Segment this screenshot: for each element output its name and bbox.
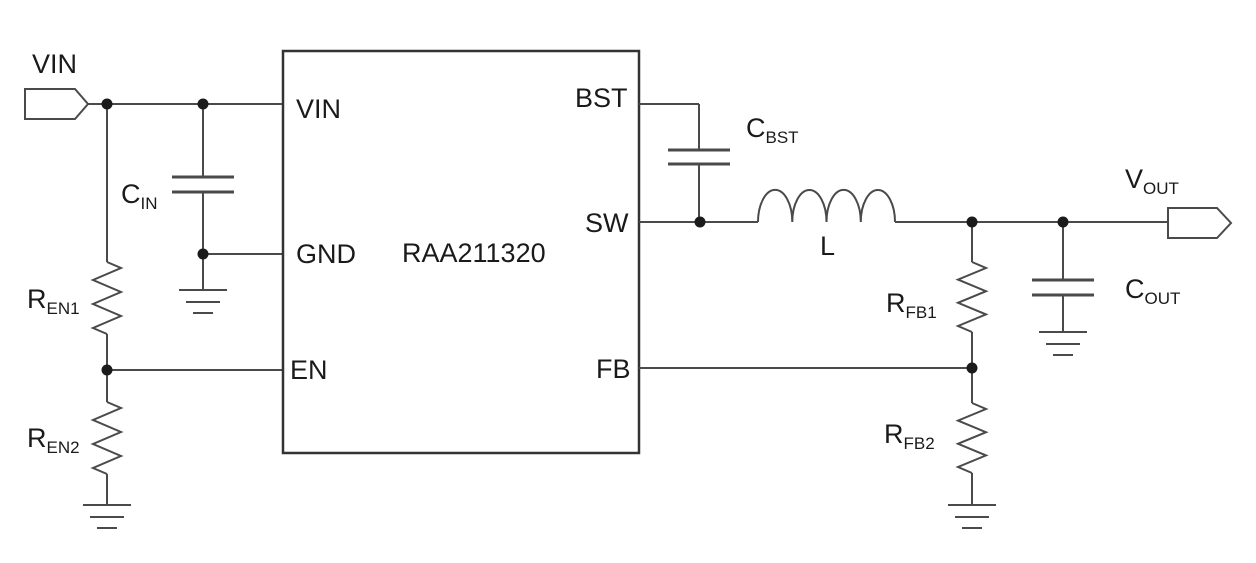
ic-pin-vin: VIN — [296, 94, 342, 124]
ground-symbol-cout — [1039, 331, 1087, 356]
junction-dot — [1057, 216, 1069, 228]
resistor-rfb2 — [955, 368, 989, 504]
ground-symbol-cin — [179, 289, 227, 314]
junction-dot — [694, 216, 706, 228]
junction-dot — [197, 248, 209, 260]
vout-terminal-label: VOUT — [1125, 164, 1179, 199]
junction-dot — [101, 364, 113, 376]
cin-label: CIN — [121, 179, 158, 214]
junction-dot — [966, 362, 978, 374]
capacitor-cbst — [668, 148, 730, 222]
junction-dot — [197, 98, 209, 110]
junction-dot — [101, 98, 113, 110]
capacitor-cin — [172, 104, 234, 254]
ren2-label: REN2 — [27, 423, 80, 458]
ic-pin-fb: FB — [596, 354, 631, 384]
rfb2-label: RFB2 — [884, 419, 935, 454]
rfb1-label: RFB1 — [886, 288, 937, 323]
inductor-l — [757, 188, 896, 223]
wire-bst — [639, 103, 700, 149]
cout-label: COUT — [1125, 274, 1181, 309]
ic-pin-bst: BST — [575, 83, 628, 113]
wire-en-node — [106, 334, 283, 402]
junction-dot — [966, 216, 978, 228]
inductor-label: L — [820, 231, 836, 261]
vin-terminal-label: VIN — [32, 49, 78, 79]
ground-symbol-rfb2 — [948, 504, 996, 529]
resistor-ren1 — [90, 261, 124, 335]
vout-terminal — [1167, 207, 1233, 239]
resistor-ren2 — [90, 401, 124, 505]
ic-pin-sw: SW — [585, 208, 629, 238]
resistor-rfb1 — [955, 222, 989, 368]
ground-symbol-ren2 — [83, 504, 131, 529]
vin-terminal — [24, 88, 90, 120]
ic-pin-gnd: GND — [296, 239, 356, 269]
ren1-label: REN1 — [27, 284, 80, 319]
wire-gnd-pin — [202, 253, 283, 289]
ic-part-number: RAA211320 — [402, 238, 546, 268]
wire-vin-rail — [88, 103, 283, 262]
cbst-label: CBST — [746, 113, 799, 148]
ic-body — [281, 49, 641, 455]
ic-pin-en: EN — [290, 355, 328, 385]
capacitor-cout — [1032, 222, 1094, 331]
